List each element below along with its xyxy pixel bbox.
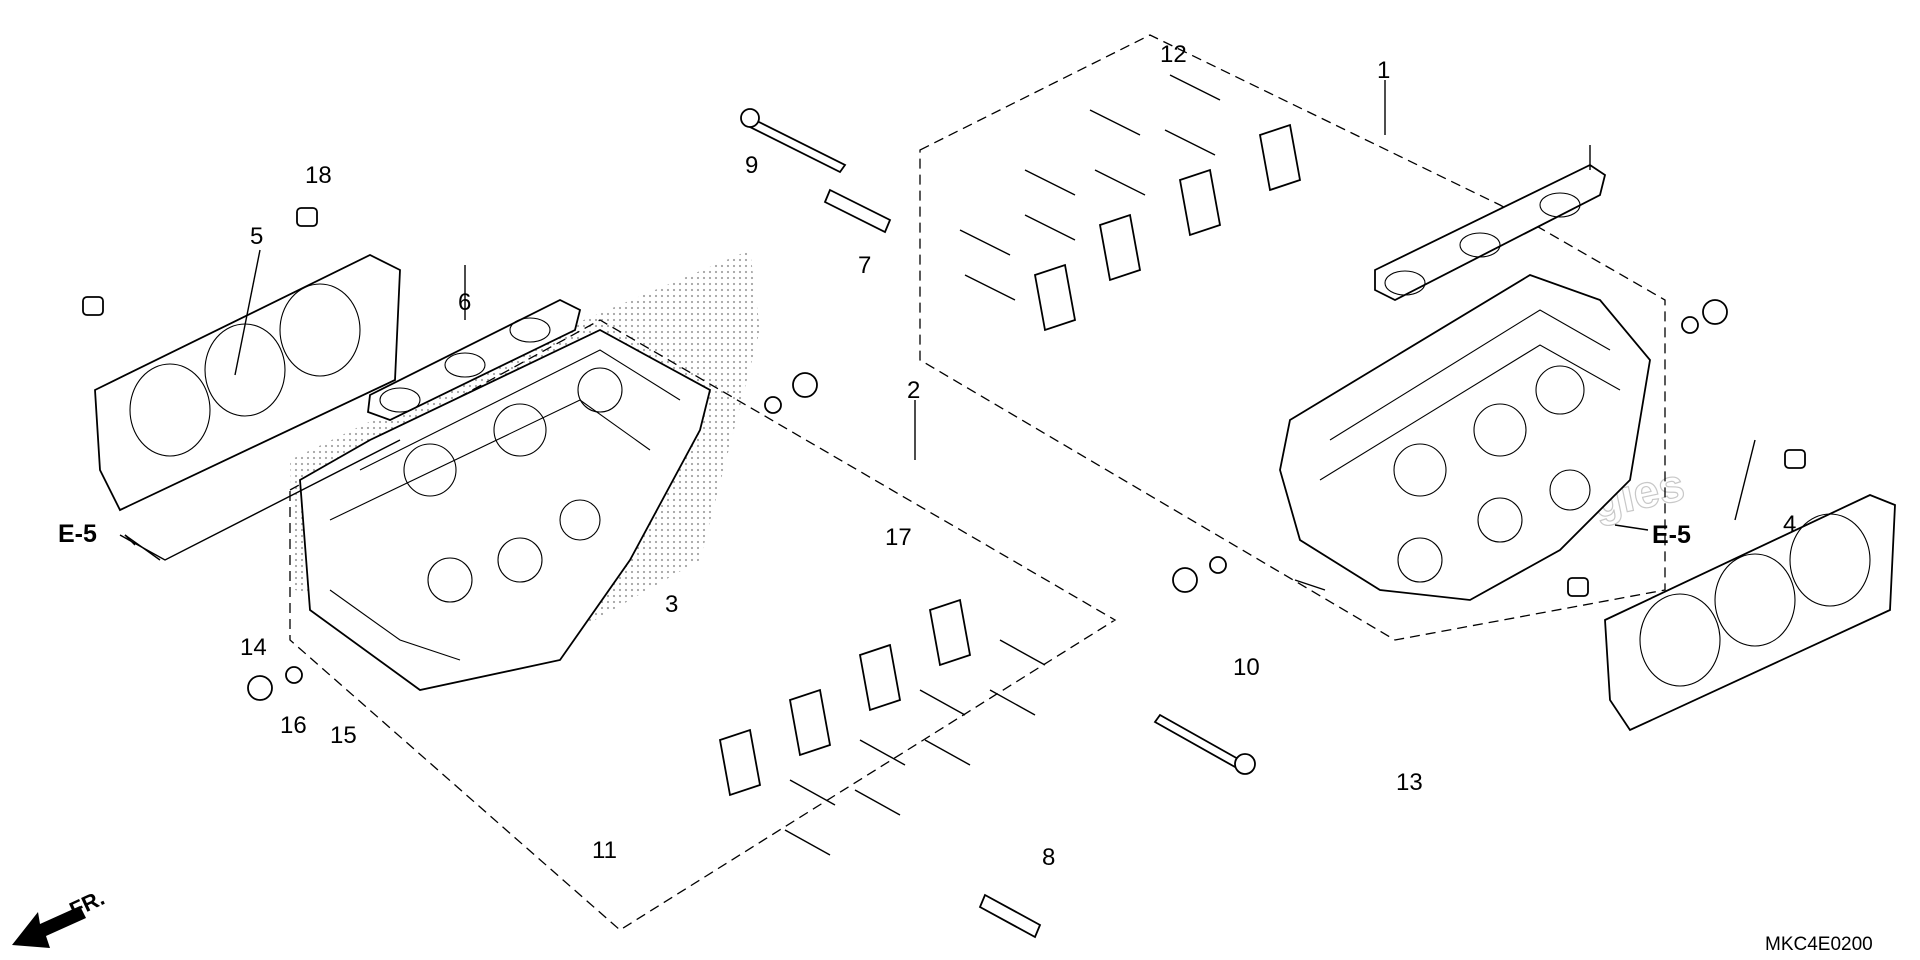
head-gasket-right — [1604, 494, 1896, 732]
svg-text:12: 12 — [1160, 41, 1187, 68]
svg-text:5: 5 — [250, 223, 263, 250]
svg-text:9: 9 — [745, 152, 758, 179]
svg-text:E-5: E-5 — [1652, 521, 1691, 549]
frame-cylinder-head-right — [919, 34, 1666, 641]
holder-bolts — [784, 74, 1221, 856]
svg-text:10: 10 — [1233, 654, 1260, 681]
svg-text:17: 17 — [885, 524, 912, 551]
svg-text:4: 4 — [1783, 511, 1796, 538]
arrow-icon — [12, 906, 86, 948]
exhaust-gasket-left — [367, 298, 582, 421]
svg-text:15: 15 — [330, 722, 357, 749]
small-parts — [82, 207, 1806, 701]
svg-text:13: 13 — [1396, 769, 1423, 796]
callout-labels: 1 2 3 4 5 6 7 8 9 10 11 12 13 14 15 16 1… — [240, 41, 1796, 871]
cylinder-head-right — [1279, 274, 1651, 601]
reference-code: MKC4E0200 — [1765, 934, 1873, 955]
svg-text:14: 14 — [240, 634, 267, 661]
svg-text:2: 2 — [907, 377, 920, 404]
spark-plug — [823, 188, 1042, 939]
svg-text:1: 1 — [1377, 57, 1390, 84]
leader-lines — [124, 80, 1756, 591]
section-ref-right: E-5 — [1614, 521, 1691, 549]
camshaft-holders — [718, 123, 1302, 797]
section-ref-left: E-5 — [58, 439, 401, 561]
svg-text:6: 6 — [458, 289, 471, 316]
svg-text:16: 16 — [280, 712, 307, 739]
front-direction-arrow: FR. — [12, 885, 108, 948]
head-gasket-left — [94, 253, 401, 512]
exhaust-gasket-right — [1374, 163, 1607, 302]
svg-text:8: 8 — [1042, 844, 1055, 871]
bolt-long — [740, 108, 1256, 775]
svg-text:E-5: E-5 — [58, 520, 97, 548]
svg-text:3: 3 — [665, 591, 678, 618]
svg-text:18: 18 — [305, 162, 332, 189]
frame-cylinder-head-left — [289, 319, 1117, 931]
svg-text:7: 7 — [858, 252, 871, 279]
svg-text:11: 11 — [592, 837, 617, 864]
